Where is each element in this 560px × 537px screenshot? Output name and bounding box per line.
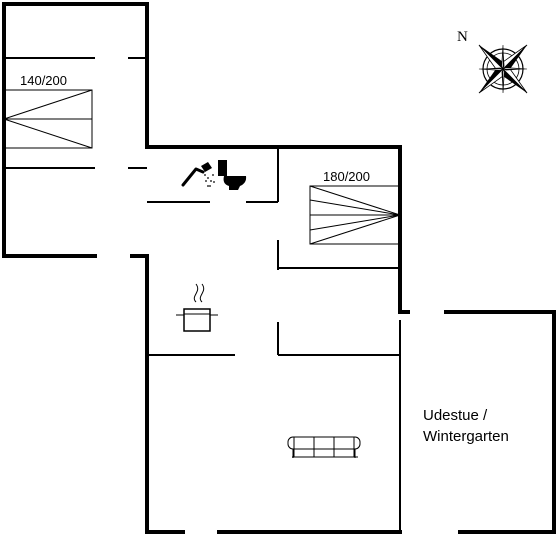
double-bed-icon (3, 89, 93, 149)
cooking-pot-icon (176, 283, 218, 332)
conservatory-label-line2: Wintergarten (423, 428, 509, 445)
bed-size-label-2: 180/200 (323, 169, 370, 184)
sofa-icon (287, 436, 361, 458)
double-bed-icon (309, 185, 401, 245)
shower-icon (181, 162, 215, 187)
compass-rose-icon (478, 44, 528, 94)
bed-size-label-1: 140/200 (20, 73, 67, 88)
toilet-icon (218, 160, 247, 190)
interior-walls (4, 57, 401, 532)
compass-north-label: N (457, 29, 468, 45)
conservatory-label-line1: Udestue / (423, 407, 488, 424)
